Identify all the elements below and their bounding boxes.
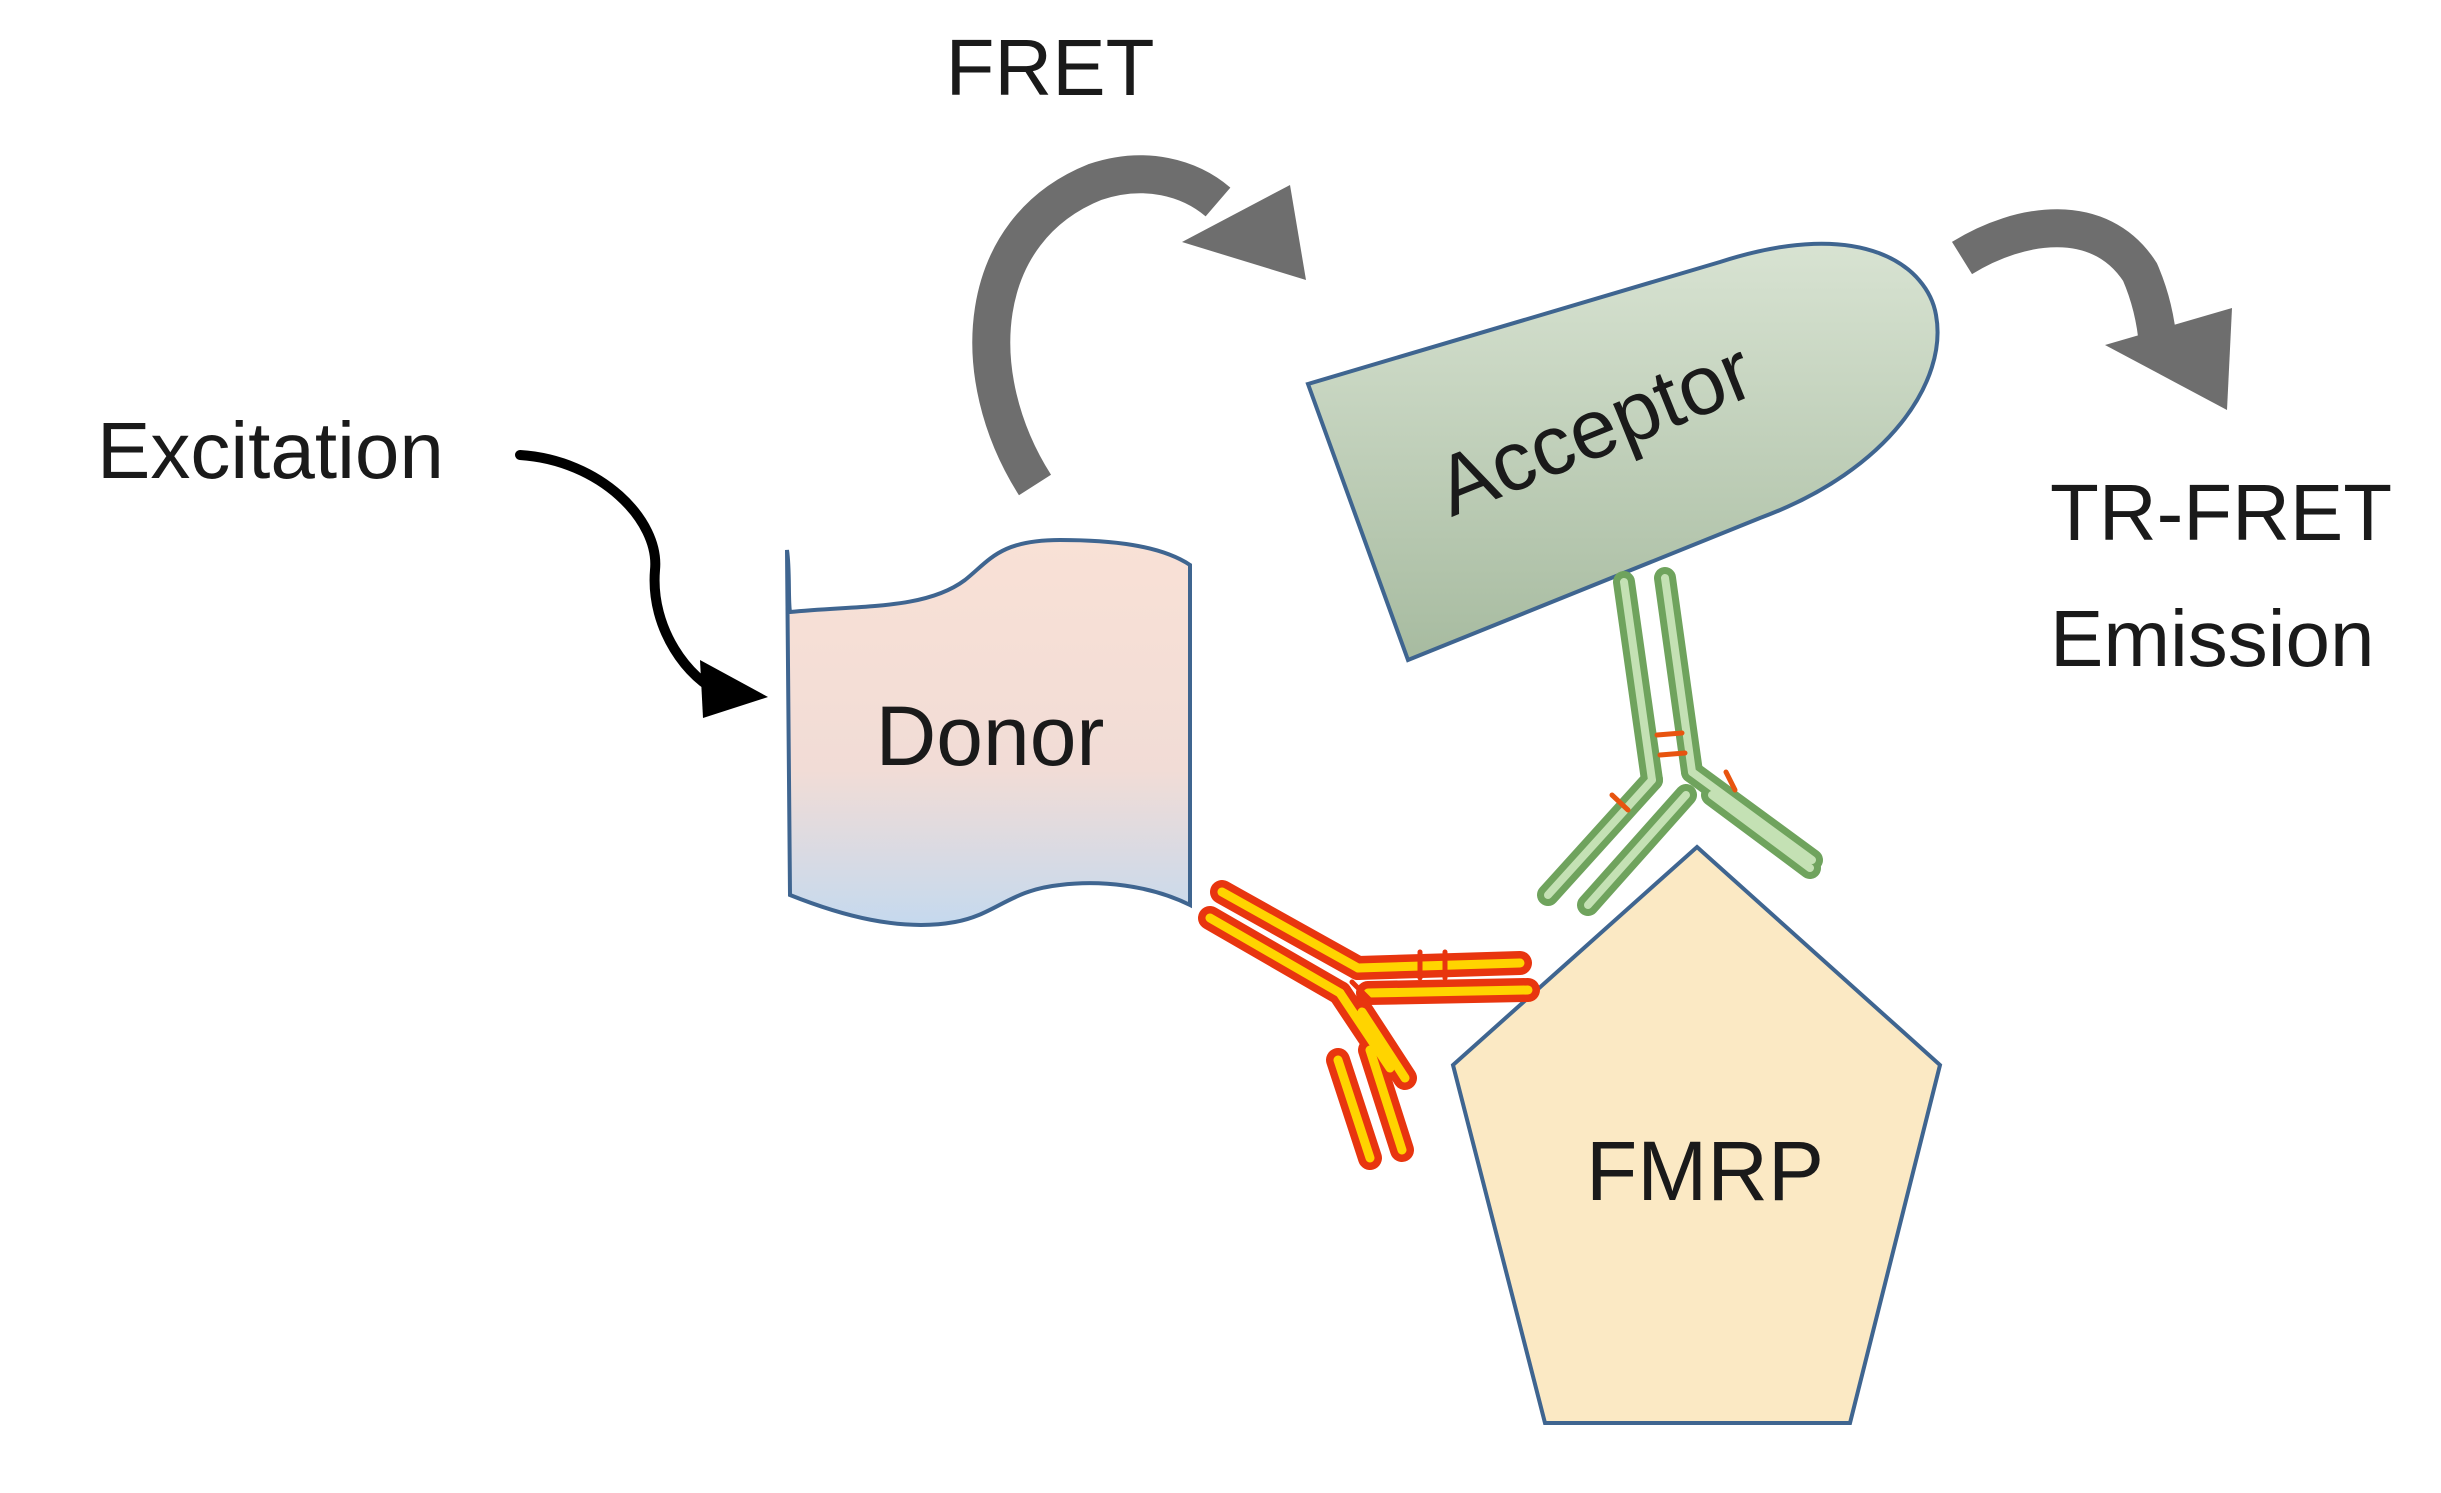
fret-label: FRET bbox=[946, 23, 1155, 112]
green-antibody-icon bbox=[1537, 567, 1823, 916]
fmrp-label: FMRP bbox=[1586, 1124, 1824, 1218]
emission-label-line1: TR-FRET bbox=[2050, 468, 2392, 557]
fmrp-shape bbox=[1450, 844, 1943, 1425]
excitation-arrow-icon bbox=[515, 450, 768, 718]
emission-label-line2: Emission bbox=[2050, 594, 2375, 683]
acceptor-shape bbox=[1305, 241, 1940, 663]
red-antibody-icon bbox=[1198, 880, 1540, 1170]
donor-label: Donor bbox=[876, 689, 1105, 783]
emission-arrow-icon bbox=[1951, 209, 2232, 410]
fret-arrow-icon bbox=[972, 155, 1306, 496]
donor-shape bbox=[785, 537, 1192, 927]
excitation-label: Excitation bbox=[97, 406, 444, 495]
